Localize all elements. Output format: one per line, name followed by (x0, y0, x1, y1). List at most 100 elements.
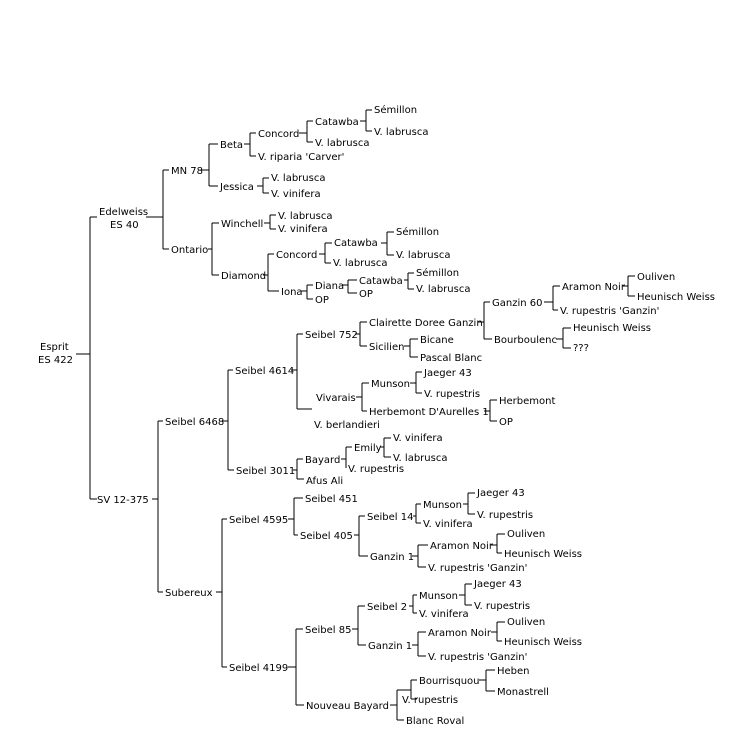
node-v-rupestris-ganzin: V. rupestris 'Ganzin' (428, 563, 527, 574)
node-seibel-14: Seibel 14 (367, 512, 413, 523)
connector (544, 285, 560, 311)
connector (222, 369, 234, 471)
node-v-labrusca: V. labrusca (396, 250, 450, 261)
node-v-labrusca: V. labrusca (333, 258, 387, 269)
node-seibel-3011: Seibel 3011 (236, 466, 295, 477)
node-munson: Munson (423, 500, 462, 511)
node-v-vinifera: V. vinifera (419, 609, 469, 620)
node-jaeger-43: Jaeger 43 (473, 579, 522, 590)
node-ouliven: Ouliven (637, 272, 675, 283)
node-diamond: Diamond (221, 271, 266, 282)
node-ganzin-60: Ganzin 60 (492, 298, 542, 309)
connector (264, 214, 276, 230)
node-emily: Emily (354, 443, 382, 454)
connector (409, 594, 417, 614)
connector (484, 399, 497, 422)
node-herbemont: Herbemont (499, 396, 555, 407)
node-mn78: MN 78 (171, 166, 203, 177)
connector (381, 231, 394, 256)
node-ontario: Ontario (171, 245, 208, 256)
node-herbemont-daurelles: Herbemont D'Aurelles 1 (369, 407, 489, 418)
connector (491, 621, 505, 642)
connector (341, 446, 352, 468)
node-jessica: Jessica (219, 182, 254, 193)
node-op: OP (359, 289, 373, 300)
node-v-labrusca: V. labrusca (271, 173, 325, 184)
node-semillon: Sémillon (396, 226, 439, 238)
node-concord: Concord (258, 129, 299, 140)
connector (413, 503, 421, 524)
node-blanc-roval: Blanc Roval (406, 716, 464, 727)
connector (244, 132, 256, 157)
tree-connectors (76, 109, 635, 721)
node-heunisch-weiss: Heunisch Weiss (504, 549, 582, 560)
node-monastrell: Monastrell (497, 687, 549, 698)
node-seibel-6468: Seibel 6468 (165, 417, 224, 428)
node-diana: Diana (315, 281, 344, 292)
connector (404, 272, 414, 290)
node-v-riparia: V. riparia 'Carver' (258, 152, 344, 163)
node-catawba: Catawba (359, 276, 403, 287)
node-seibel-2: Seibel 2 (367, 602, 407, 613)
node-beta: Beta (220, 140, 243, 151)
connector (352, 605, 366, 646)
node-subereux: Subereux (165, 588, 213, 599)
node-v-rupestris-ganzin: V. rupestris 'Ganzin' (428, 652, 527, 663)
node-op: OP (315, 295, 329, 306)
node-v-berlandieri: V. berlandieri (314, 420, 380, 431)
node-bourboulenc: Bourboulenc (494, 335, 557, 346)
node-bicane: Bicane (420, 335, 454, 346)
node-nouveau-bayard: Nouveau Bayard (306, 701, 389, 712)
node-munson: Munson (419, 591, 458, 602)
node-v-vinifera: V. vinifera (271, 189, 321, 200)
node-ouliven: Ouliven (507, 529, 545, 540)
node-v-rupestris: V. rupestris (477, 510, 533, 521)
node-catawba: Catawba (315, 117, 359, 128)
node-v-rupestris: V. rupestris (402, 695, 458, 706)
node-v-labrusca: V. labrusca (374, 127, 428, 138)
connector (491, 533, 505, 554)
connector (412, 544, 428, 568)
connector (291, 333, 306, 410)
connector (299, 120, 313, 143)
connector (398, 679, 417, 700)
connector (622, 275, 635, 297)
connector (152, 420, 163, 593)
node-v-labrusca: V. labrusca (315, 138, 369, 149)
connector (556, 327, 571, 349)
connector (380, 437, 391, 458)
node-v-vinifera: V. vinifera (278, 224, 328, 235)
connector (257, 177, 269, 194)
node-seibel-752: Seibel 752 (305, 330, 358, 341)
connector (356, 382, 369, 412)
node-v-labrusca: V. labrusca (278, 211, 332, 222)
connector (355, 321, 367, 347)
connector (263, 253, 279, 292)
node-iona: Iona (281, 287, 303, 298)
node-heunisch-weiss: Heunisch Weiss (504, 637, 582, 648)
connector (146, 169, 169, 250)
node-heunisch-weiss: Heunisch Weiss (637, 292, 715, 303)
connector (478, 301, 492, 340)
node-edelweiss: Edelweiss (99, 207, 148, 218)
node-unknown: ??? (573, 343, 589, 354)
node-seibel-4614: Seibel 4614 (235, 366, 294, 377)
node-catawba: Catawba (334, 238, 378, 249)
node-ouliven: Ouliven (507, 617, 545, 628)
connector (354, 515, 368, 557)
connector (390, 689, 404, 721)
node-vivarais: Vivarais (316, 393, 356, 404)
node-v-vinifera: V. vinifera (393, 433, 443, 444)
tree-labels: Esprit ES 422 Edelweiss ES 40 MN 78 Beta… (38, 104, 715, 727)
node-esprit: Esprit (40, 342, 69, 353)
node-aramon-noir: Aramon Noir (562, 282, 626, 293)
connector (459, 583, 472, 606)
node-v-labrusca: V. labrusca (393, 453, 447, 464)
node-concord: Concord (276, 250, 317, 261)
connector (404, 338, 418, 358)
node-bayard: Bayard (305, 455, 340, 466)
node-sv-12-375: SV 12-375 (97, 495, 149, 506)
connector (288, 628, 304, 706)
